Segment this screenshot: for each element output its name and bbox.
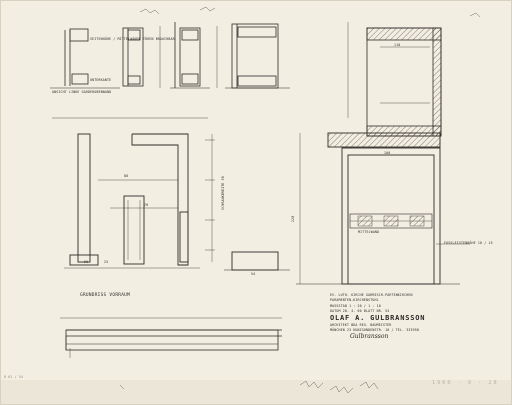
door-elevation: [296, 132, 470, 285]
dim-plan-b: 70: [144, 203, 149, 207]
title-architect: OLAF A. GULBRANSSON: [330, 314, 426, 322]
dim-right-height: 220: [291, 215, 295, 222]
title-architect-line: Architekt BDA Reg. Baumeister: [330, 323, 392, 327]
paper-bottom-strip: [0, 380, 512, 405]
margin-scribbles: [119, 6, 481, 394]
dim-small: 54: [251, 272, 256, 276]
corner-mark-left: D 61 / 54: [4, 375, 24, 379]
title-address: München 23 Kunigundenstr. 10 / Tel. 3339…: [330, 328, 419, 332]
dim-right-width: 100: [384, 151, 391, 155]
top-caption: Ansicht Linke Garderobenwand: [52, 90, 112, 94]
bottom-elevation: [60, 317, 282, 358]
title-subject: Paramenten-Kirchenstuhl: [330, 298, 379, 302]
mid-note: Mittelwand: [358, 230, 380, 234]
floor-plan: [52, 117, 290, 271]
note-right-bottom: Fußleistenhöhe 10 / 15: [444, 241, 493, 245]
signature: Gulbransson: [350, 333, 389, 340]
dim-plan-a: 80: [124, 174, 129, 178]
title-project: EV. Luth. Kirche Garmisch-Partenkirchen: [330, 293, 413, 297]
elevation-note-base: Unterkante: [90, 78, 112, 82]
dim-vertical-note: Schrankbreite 50: [221, 176, 225, 210]
top-elevations: [50, 22, 290, 89]
title-date: Datum 28. 4. 60 Blatt Nr. 54: [330, 309, 390, 313]
dim-top-width: 110: [394, 43, 401, 47]
elevation-note-upper: Seitenhöhe / Mittelwände Türen Brauchbar: [90, 37, 175, 41]
plan-caption: Grundriss Vorraum: [80, 293, 131, 298]
title-scale: Maßstab 1 : 20 / 1 : 10: [330, 304, 381, 308]
dim-plan-d: 25: [104, 260, 109, 264]
corner-mark-right: 1960 · 9 · 28: [432, 380, 499, 386]
title-block: EV. Luth. Kirche Garmisch-Partenkirchen …: [330, 293, 470, 344]
dim-plan-c: 60: [84, 260, 89, 264]
